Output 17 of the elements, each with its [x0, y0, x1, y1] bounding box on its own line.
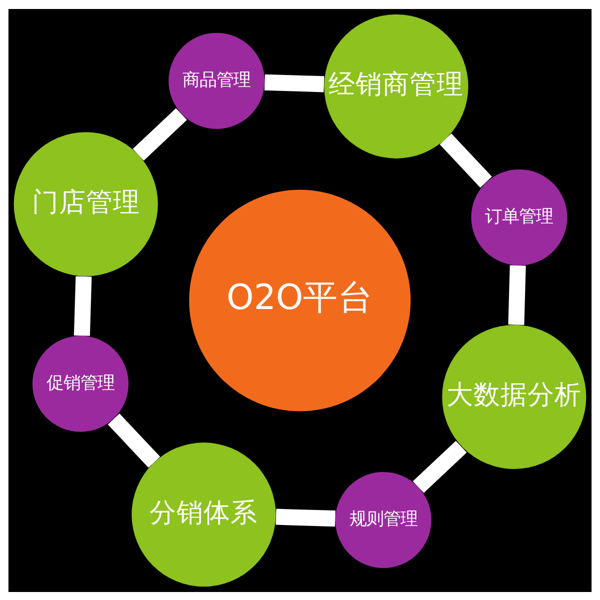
node-circle: 分销体系	[132, 442, 276, 586]
node-circle: 经销商管理	[324, 14, 468, 158]
node-circle: 订单管理	[471, 168, 568, 265]
node-circle: 大数据分析	[442, 324, 586, 468]
connector	[74, 276, 92, 336]
connector	[108, 413, 160, 468]
node-circle: 促销管理	[32, 335, 129, 432]
connector	[508, 264, 526, 324]
node-circle: 商品管理	[168, 32, 265, 128]
node-circle: O2O平台	[189, 189, 411, 411]
node-circle: 规则管理	[335, 471, 432, 568]
connector	[264, 74, 324, 92]
connector	[276, 508, 336, 526]
connector	[132, 108, 187, 160]
connector	[440, 132, 492, 188]
connector	[412, 440, 467, 492]
node-circle: 门店管理	[14, 132, 158, 276]
